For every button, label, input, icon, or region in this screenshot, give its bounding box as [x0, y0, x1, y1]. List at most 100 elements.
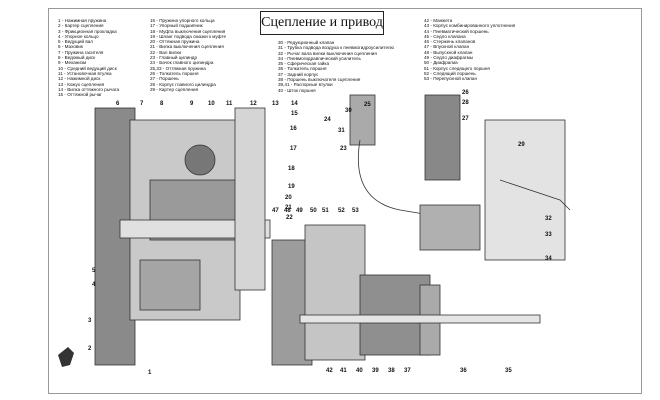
callout-number: 52	[338, 208, 345, 214]
clutch-assembly-section	[94, 107, 271, 366]
callout-number: 5	[92, 268, 96, 274]
legend-item: 17 - Упорный подшипник	[150, 23, 203, 29]
callout-number: 17	[290, 146, 297, 152]
legend-item: 44 - Пневматический поршень	[424, 28, 489, 34]
legend-item: 49 - Седло диафрагмы	[424, 55, 474, 61]
legend-item: 11 - Установочная втулка	[58, 70, 112, 76]
callout-number: 19	[288, 184, 295, 190]
legend-item: 28 - Корпус главного цилиндра	[150, 81, 216, 87]
callout-number: 25	[364, 102, 371, 108]
legend-item: 14 - Вилка оттяжного рычага	[58, 86, 120, 92]
callout-number: 31	[338, 128, 345, 134]
legend-item: 15 - Оттяжной рычаг	[58, 92, 102, 98]
callout-number: 9	[190, 101, 194, 107]
legend-item: 1 - Нажимная пружина	[58, 18, 107, 23]
callout-number: 30	[345, 108, 352, 114]
legend-item: 48 - Выпускной клапан	[424, 49, 473, 55]
callout-number: 29	[518, 142, 525, 148]
callout-number: 33	[545, 232, 552, 238]
legend-item: 6 - Маховик	[58, 44, 83, 50]
callout-number: 32	[545, 216, 552, 222]
legend-item: 40 - Шток поршня	[278, 87, 316, 93]
diagram-title: Сцепление и привод	[260, 11, 384, 35]
callout-number: 49	[296, 208, 303, 214]
callout-number: 21	[285, 205, 292, 211]
callout-number: 3	[88, 318, 92, 324]
legend-item: 24 - Бачок главного цилиндра	[150, 60, 214, 66]
legend-item: 30 - Редукционный клапан	[278, 40, 335, 45]
callout-number: 10	[208, 101, 215, 107]
callout-number: 41	[340, 368, 347, 374]
callout-number: 18	[288, 166, 295, 172]
callout-number: 11	[226, 101, 233, 107]
legend-item: 31 - Трубка подвода воздуха к пневмогидр…	[278, 45, 394, 51]
callout-number: 4	[92, 282, 96, 288]
legend-item: 8 - Ведомый диск	[58, 55, 96, 61]
callout-number: 38	[388, 368, 395, 374]
legend-item: 3 - Фрикционная прокладка	[58, 28, 117, 34]
callout-number: 42	[326, 368, 333, 374]
callout-number: 12	[250, 101, 257, 107]
callout-number: 37	[404, 368, 411, 374]
callout-number: 26	[462, 90, 469, 96]
callout-number: 6	[116, 101, 120, 107]
legend-item: 29 - Картер сцепления	[150, 86, 199, 92]
callout-number: 15	[291, 111, 298, 117]
callout-number: 53	[352, 208, 359, 214]
legend-item: 39,41 - Распорные втулки	[278, 82, 333, 88]
sheet-frame	[48, 8, 642, 394]
callout-number: 36	[460, 368, 467, 374]
callout-number: 34	[545, 256, 552, 262]
legend-item: 42 - Манжета	[424, 18, 453, 23]
callout-number: 7	[140, 101, 144, 107]
legend-item: 13 - Кожух сцепления	[58, 81, 105, 87]
legend-item: 16 - Пружина упорного кольца	[150, 18, 215, 23]
legend-item: 7 - Пружина гасителя	[58, 49, 104, 55]
legend-item: 43 - Корпус комбинированного уплотнения	[424, 23, 516, 29]
legend-item: 21 - Вилка выключения сцепления	[150, 44, 224, 50]
callout-number: 50	[310, 208, 317, 214]
legend-item: 22 - Вал вилки	[150, 49, 182, 55]
legend-item: 45 - Седло клапана	[424, 33, 466, 39]
legend-item: 18 - Муфта выключения сцепления	[150, 28, 226, 34]
legend-item: 37 - Задний корпус	[278, 71, 319, 77]
callout-number: 24	[324, 117, 331, 123]
legend-item: 25,33 - Оттяжная пружина	[150, 65, 206, 71]
legend-item: 19 - Шланг подвода смазки к муфте	[150, 33, 227, 39]
legend-item: 9 - Механизм	[58, 60, 87, 66]
callout-number: 28	[462, 100, 469, 106]
callout-number: 35	[505, 368, 512, 374]
legend-item: 26 - Толкатель поршня	[150, 70, 199, 76]
legend-item: 27 - Поршень	[150, 76, 179, 82]
callout-number: 23	[340, 146, 347, 152]
legend-item: 47 - Впускной клапан	[424, 44, 470, 50]
callout-number: 47	[272, 208, 279, 214]
legend-item: 20 - Оттяжная пружина	[150, 39, 200, 45]
legend-item: 4 - Упорное кольцо	[58, 33, 99, 39]
legend-item: 34 - Пневмогидравлический усилитель	[278, 55, 361, 61]
legend-item: 12 - Нажимной диск	[58, 76, 101, 82]
drive-linkage	[349, 94, 571, 261]
callout-number: 13	[272, 101, 279, 107]
legend-item: 35 - Сферическая гайка	[278, 61, 330, 67]
legend-item: 2 - Картер сцепления	[58, 23, 104, 29]
legend-item: 51 - Корпус следящего поршня	[424, 65, 490, 71]
callout-number: 22	[286, 215, 293, 221]
callout-number: 8	[160, 101, 164, 107]
callout-number: 51	[322, 208, 329, 214]
legend-item: 38 - Поршень выключателя сцепления	[278, 77, 361, 83]
legend-item: 46 - Стержень клапанов	[424, 39, 476, 45]
logo-icon	[58, 347, 74, 367]
callout-number: 2	[88, 346, 92, 352]
callout-number: 1	[148, 370, 152, 376]
legend-item: 52 - Следящий поршень	[424, 70, 476, 76]
legend-item: 50 - Диафрагма	[424, 60, 458, 66]
pneumohydraulic-booster-section	[271, 224, 541, 366]
callout-number: 16	[290, 126, 297, 132]
